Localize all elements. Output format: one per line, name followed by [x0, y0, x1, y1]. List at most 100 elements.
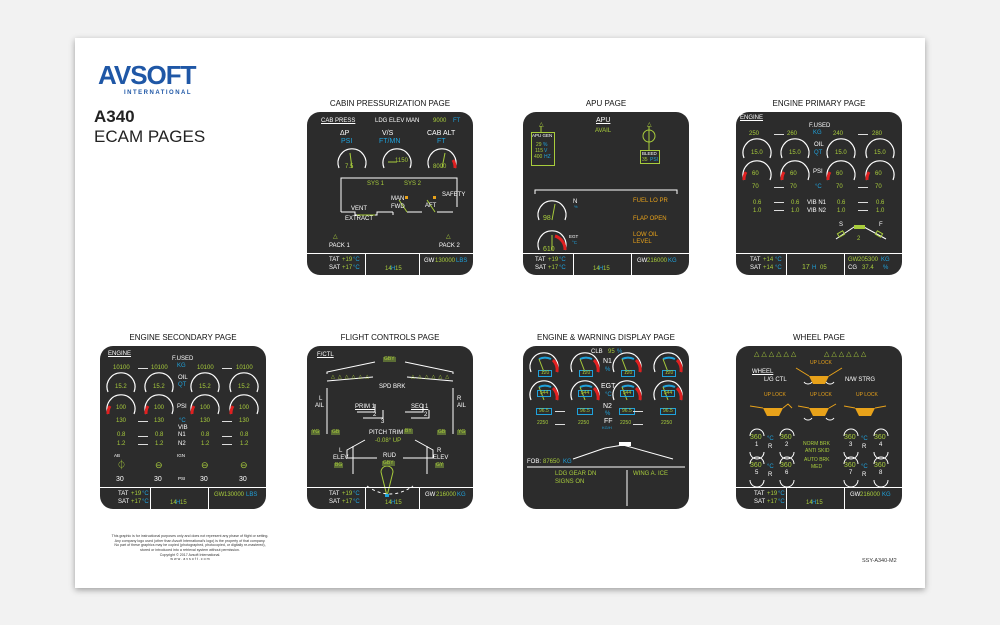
- vib-n2-value: 1.2: [117, 441, 126, 447]
- vs-unit: FT/MN: [379, 138, 401, 145]
- fused-label: F.USED: [172, 356, 194, 362]
- disclaimer-line: This graphic is for instructional purpos…: [111, 534, 269, 538]
- oil-temp-value: 130: [200, 418, 211, 424]
- n-label: N: [573, 199, 578, 205]
- vib-label: VIB: [178, 425, 188, 431]
- sat-label: SAT: [329, 265, 341, 271]
- oil-qty-gauge: [865, 138, 895, 159]
- oil-temp-value: 70: [836, 184, 843, 190]
- disclaimer-line: stored or introduced into a retrieval sy…: [140, 548, 240, 553]
- bleed-valve-icon: ⏀: [117, 460, 127, 470]
- tat-label: TAT: [535, 257, 546, 263]
- temp-unit: °C: [861, 436, 868, 442]
- fused-unit: KG: [813, 130, 822, 136]
- vib-n1-label: VIB N1: [807, 200, 827, 206]
- gw-unit: KG: [881, 257, 890, 263]
- oil-qty-value: 15.0: [835, 150, 847, 156]
- n1-unit: %: [605, 367, 611, 373]
- separator-dash: [138, 421, 148, 422]
- tat-value: +19: [342, 491, 353, 497]
- cg-value: 37.4: [862, 265, 874, 271]
- wheel-header: WHEEL: [752, 369, 774, 375]
- separator-dash: [774, 210, 784, 211]
- memo-wing-anti-ice: WING A. ICE: [633, 471, 669, 477]
- brake-temp-value: 360: [780, 434, 792, 441]
- tat-value: +19: [548, 257, 559, 263]
- vent-label: VENT: [351, 206, 368, 212]
- oil-press-value: 60: [875, 171, 882, 177]
- separator-dash: [222, 421, 232, 422]
- l-ail-hyd2: GB: [331, 429, 341, 435]
- disclaimer-line: No part of these graphics may be copied …: [114, 543, 266, 548]
- clb-unit: %: [617, 349, 623, 355]
- oil-press-value: 100: [154, 405, 165, 411]
- svg-text:△: △: [647, 122, 652, 128]
- svg-text:△: △: [446, 234, 451, 240]
- tat-unit: °C: [775, 257, 782, 263]
- bleed-unit: PSI: [650, 157, 659, 163]
- gw-unit: LBS: [246, 492, 258, 498]
- engine-secondary-panel: ENGINE F.USED KG OIL QT PSI °C VIB N1 N2…: [100, 346, 266, 509]
- sat-label: SAT: [754, 499, 766, 505]
- pitch-trim-hyd: BY: [404, 428, 413, 434]
- oil-qty-gauge: [742, 138, 772, 159]
- vib-n1-value: 0.8: [117, 432, 126, 438]
- separator-dash: [774, 202, 784, 203]
- bleed-valve-icon: ⊖: [155, 460, 163, 470]
- fob-value: 87650: [543, 459, 560, 465]
- sys1-label: SYS 1: [367, 181, 385, 187]
- gw-unit: KG: [882, 492, 891, 498]
- poster-subtitle: ECAM PAGES: [94, 127, 206, 146]
- time-hours: 14: [593, 266, 600, 272]
- l-ail-hyd1: YG: [311, 429, 321, 435]
- bleed-valve-icon: ⊖: [240, 460, 248, 470]
- separator-dash: [774, 187, 784, 188]
- gw-label: GW: [850, 492, 861, 498]
- n2-label: N2: [178, 441, 186, 447]
- release-indicator: R: [862, 472, 867, 478]
- man-label: MAN: [391, 196, 405, 202]
- sys2-label: SYS 2: [404, 181, 422, 187]
- right-uplock: UP LOCK: [856, 392, 878, 398]
- ff-value: 2250: [537, 420, 549, 426]
- wheel-number: 2: [785, 442, 789, 448]
- door-triangles-left: △△△△△△: [754, 351, 799, 358]
- r-elev-hyd: GY: [435, 462, 445, 468]
- tat-unit: °C: [778, 491, 785, 497]
- separator-dash: [222, 368, 232, 369]
- prim1-label: PRIM 1: [355, 404, 376, 410]
- n2-value: 96.5: [536, 408, 552, 415]
- n2-unit: %: [605, 411, 611, 417]
- flap-f-label: F: [879, 222, 883, 228]
- safety-valve-label: SAFETY: [442, 192, 466, 198]
- time-sep: H: [391, 266, 396, 272]
- n1-label: N1: [178, 432, 186, 438]
- auto-brk: AUTO BRK: [804, 457, 830, 463]
- bleed-press-value: 30: [154, 476, 162, 483]
- gw-unit: KG: [457, 492, 466, 498]
- vib-n1-value: 0.6: [753, 200, 762, 206]
- vib-n1-value: 0.8: [155, 432, 164, 438]
- oil-temp-value: 130: [116, 418, 127, 424]
- time-minutes: 15: [816, 500, 823, 506]
- apu-gen-freq: 400: [534, 154, 543, 160]
- gw-value: 130000: [435, 258, 456, 264]
- low-oil-caution: LOW OIL: [633, 232, 659, 238]
- sec1-label: SEC 1: [411, 404, 429, 410]
- oil-qty-gauge: [780, 138, 810, 159]
- gw-label: GW: [848, 257, 859, 263]
- vib-n2-value: 1.0: [791, 208, 800, 214]
- sat-unit: °C: [775, 265, 782, 271]
- sat-unit: °C: [142, 499, 149, 505]
- cab-title: CABIN PRESSURIZATION PAGE: [329, 99, 451, 108]
- time-sep: H: [812, 265, 817, 271]
- sat-unit: °C: [353, 265, 360, 271]
- vib-n2-label: VIB N2: [807, 208, 827, 214]
- pack2-label: PACK 2: [439, 243, 460, 249]
- aft-valve-label: AFT: [425, 203, 437, 209]
- separator-dash: [555, 424, 565, 425]
- oil-press-value: 100: [200, 405, 211, 411]
- time-hours: 14: [806, 500, 813, 506]
